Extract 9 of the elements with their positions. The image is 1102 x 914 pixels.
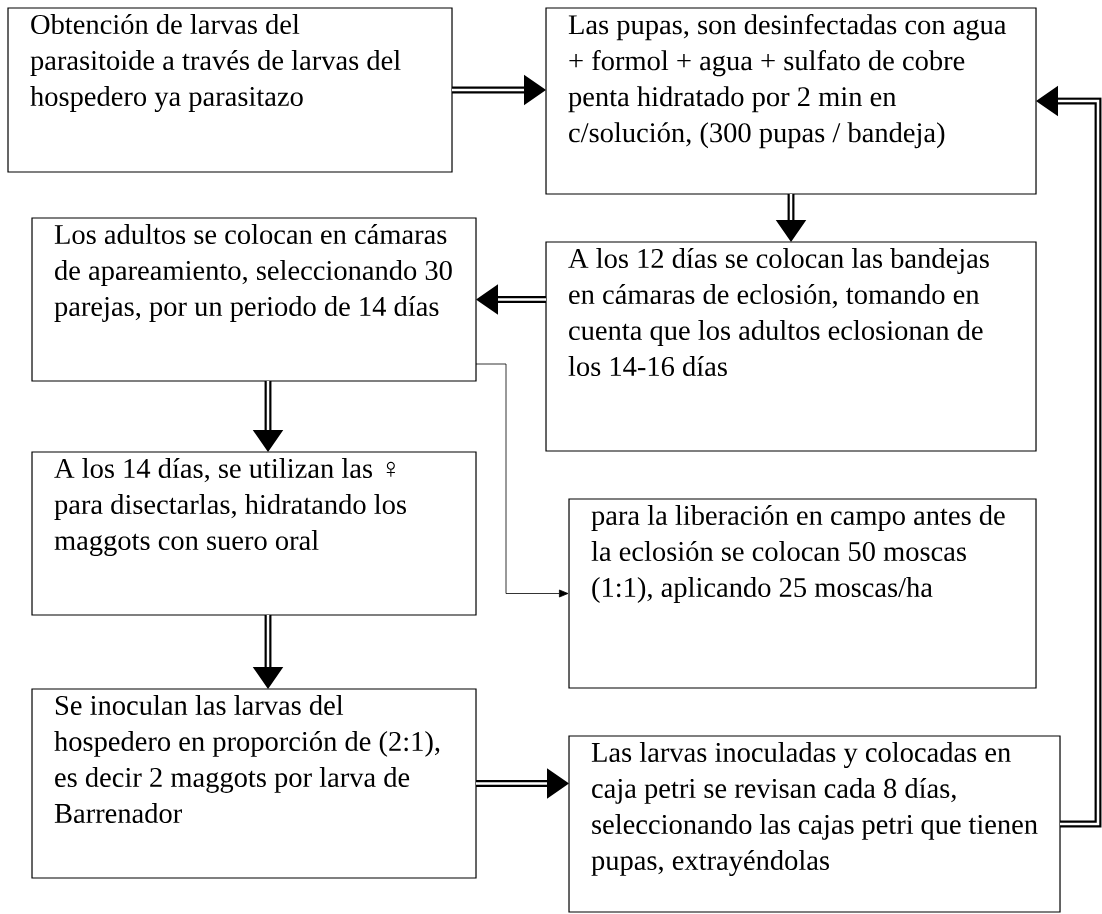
process-box: Los adultos se colocan en cámaras de apareamiento, seleccionando 30 parejas, por un periodo de 14 días	[31, 217, 477, 382]
process-box: Las pupas, son desinfectadas con agua + formol + agua + sulfato de cobre penta hidratado por 2 min en c/solución, (300 pupas / bandeja)	[545, 7, 1037, 195]
process-box: A los 12 días se colocan las bandejas en cámaras de eclosión, tomando en cuenta que los adultos eclosionan de los 14-16 días	[545, 241, 1037, 452]
process-box: Se inoculan las larvas del hospedero en proporción de (2:1), es decir 2 maggots por larva de Barrenador	[31, 688, 477, 879]
arrow	[475, 363, 569, 598]
process-box: Las larvas inoculadas y colocadas en caja petri se revisan cada 8 días, seleccionando las cajas petri que tienen pupas, extrayéndolas	[568, 735, 1061, 913]
process-box: A los 14 días, se utilizan las ♀ para disectarlas, hidratando los maggots con suero oral	[31, 451, 477, 616]
process-box: para la liberación en campo antes de la eclosión se colocan 50 moscas (1:1), aplicando 25 moscas/ha	[568, 498, 1037, 689]
process-box: Obtención de larvas del parasitoide a través de larvas del hospedero ya parasitazo	[7, 7, 453, 173]
